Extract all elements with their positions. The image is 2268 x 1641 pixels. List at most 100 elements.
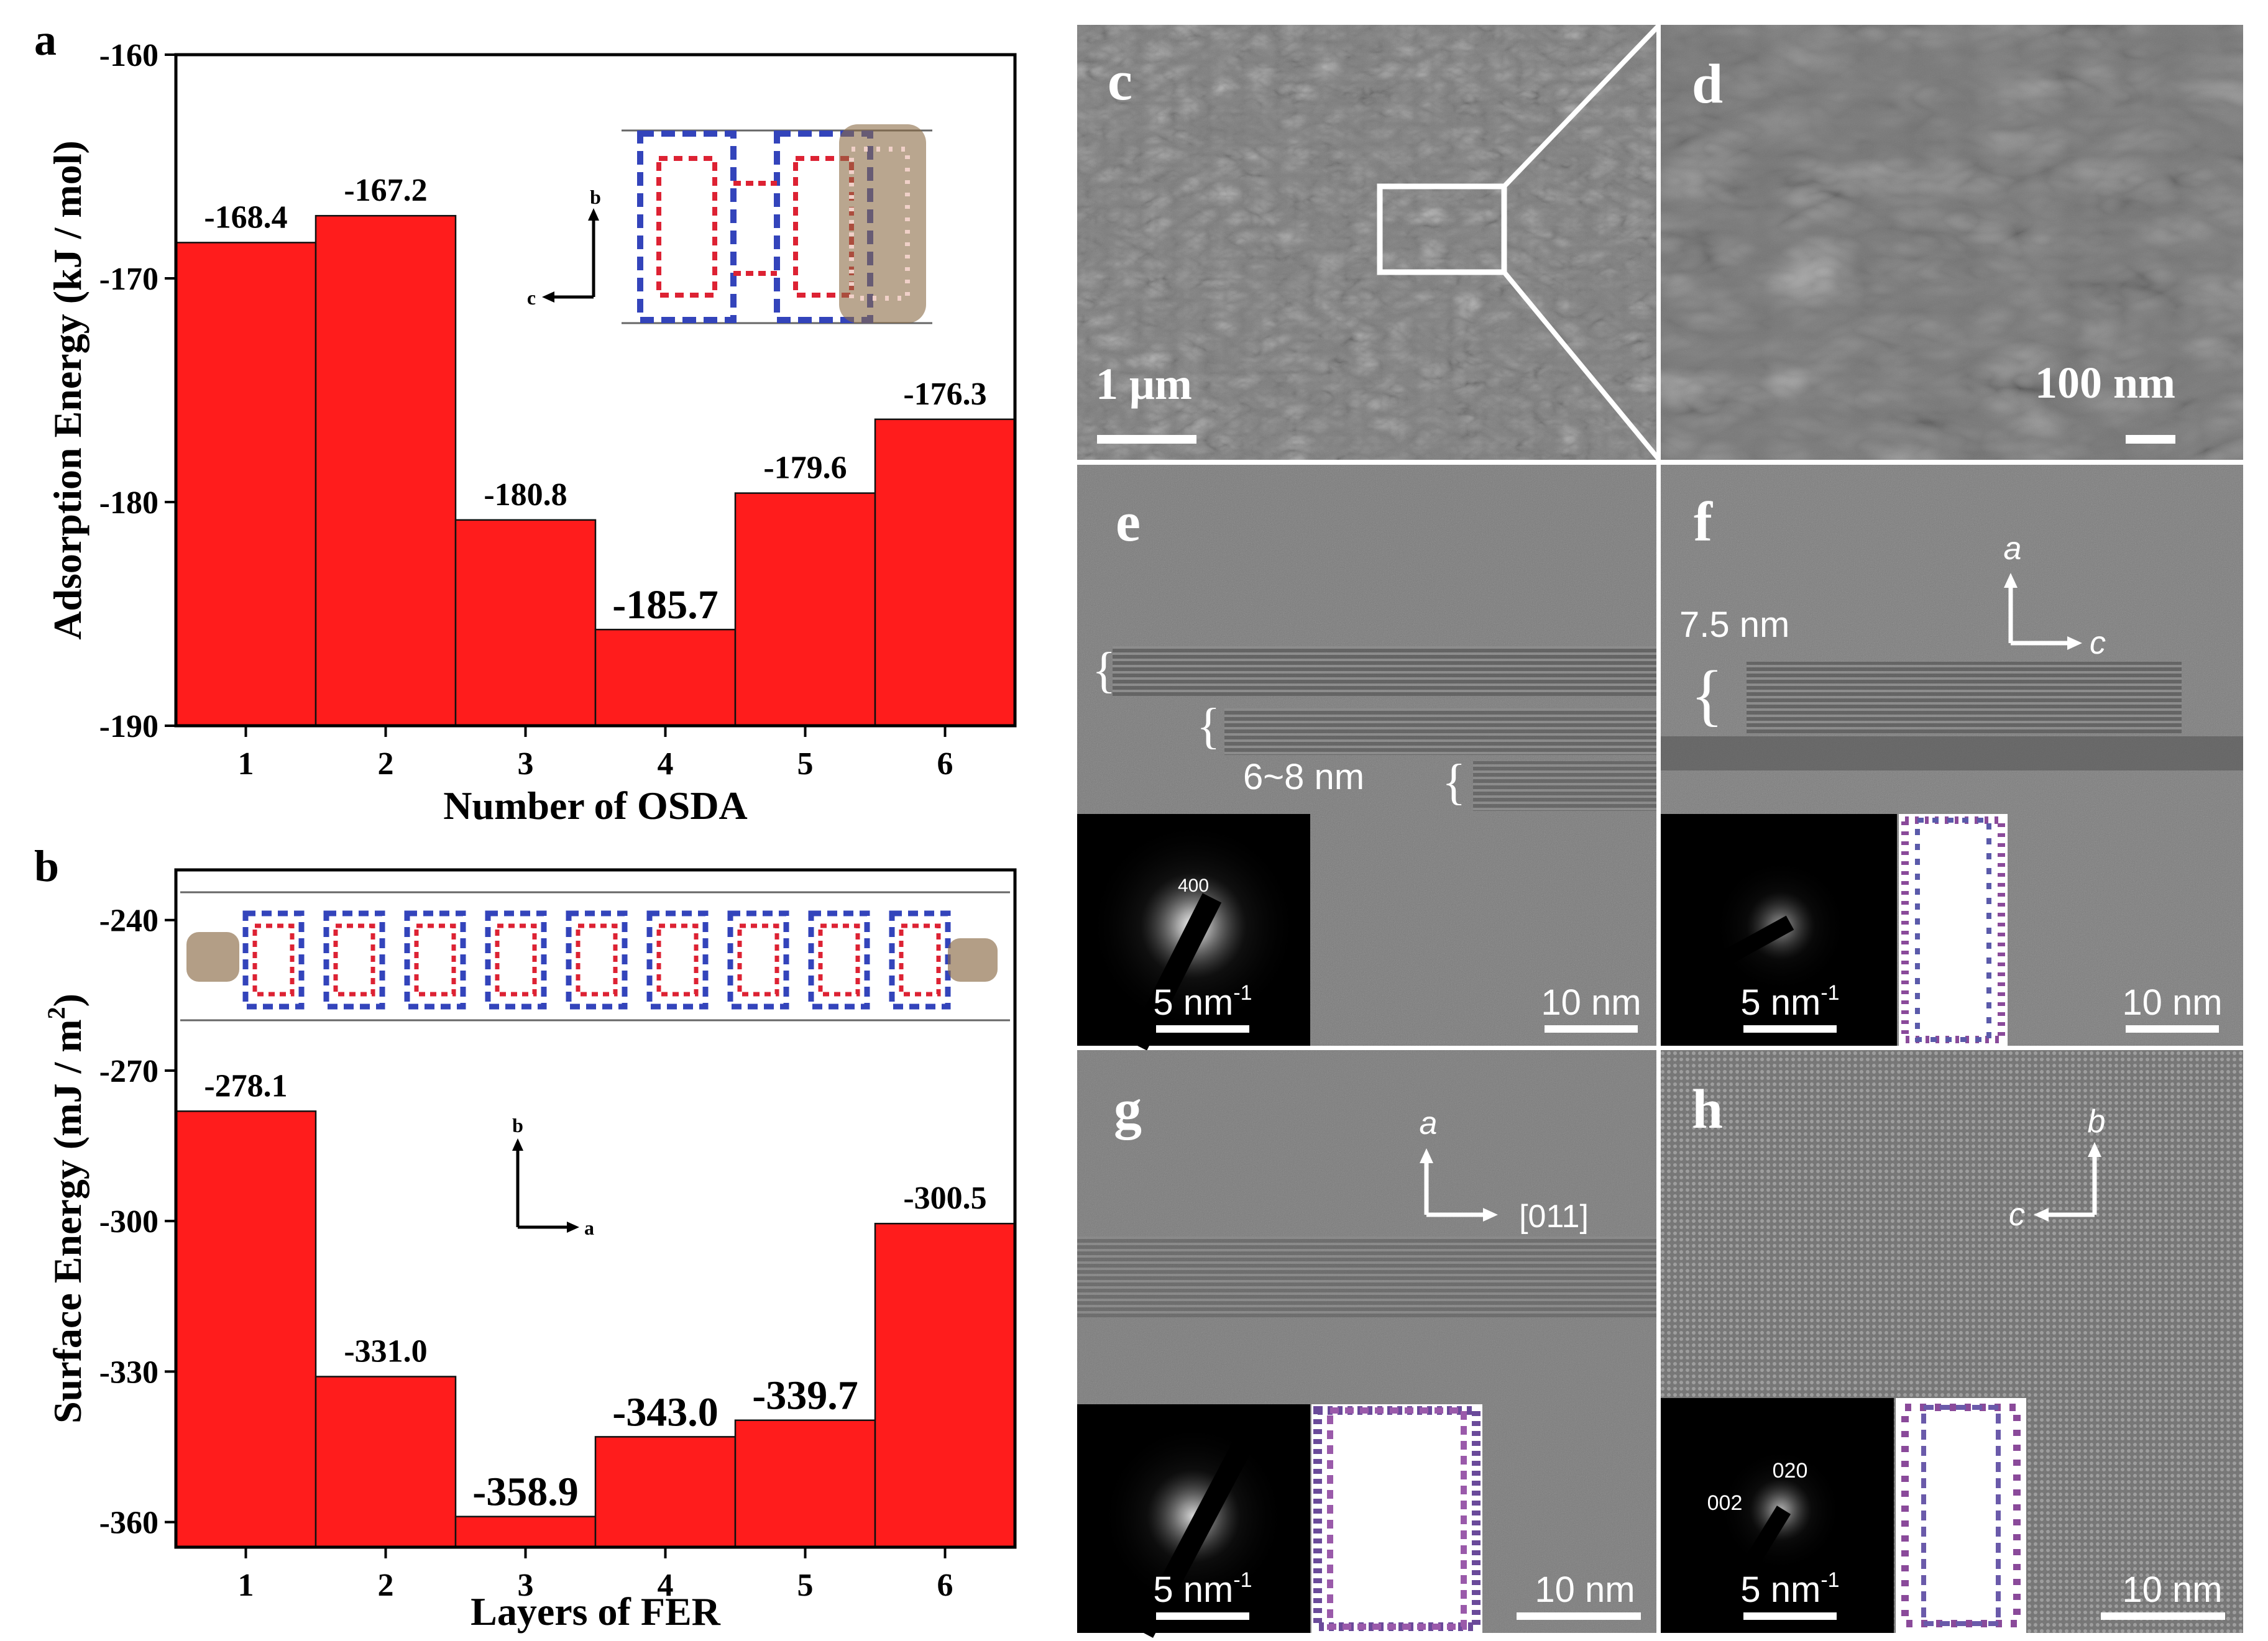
panel-b-inset-cage-inner (414, 923, 456, 997)
panel-b-plot-frame (174, 868, 1017, 1549)
panel-g-structure-inset (1311, 1404, 1482, 1633)
panel-a-x-tick-label: 3 (518, 746, 534, 782)
panel-a-inset-axis-c: c (527, 286, 536, 309)
panel-b-x-tick-label: 5 (797, 1568, 814, 1603)
panel-b-inset-cage (404, 910, 466, 1010)
panel-f-thickness-label: 7.5 nm (1679, 605, 1789, 645)
panel-a-x-tick-label: 4 (658, 746, 674, 782)
panel-a-y-axis-label: Adsorption Energy (kJ / mol) (45, 140, 90, 640)
panel-h-structure-inset (1896, 1398, 2026, 1633)
panel-b-inset-cage-inner (576, 923, 618, 997)
panel-h-saed-scale-bar (1743, 1612, 1837, 1620)
panel-b-inset-cage-inner (899, 923, 941, 997)
panel-a-y-tick-label: -160 (99, 38, 158, 73)
panel-f-axis-a: a (2004, 531, 2022, 567)
panel-b-inset-cage-inner (737, 923, 779, 997)
panel-b-inset-cage-inner (818, 923, 860, 997)
panel-f-tem: { 7.5 nm f a c 5 nm-1 10 nm (1661, 465, 2243, 1046)
panel-a-value-label: -179.6 (763, 450, 847, 486)
panel-b-value-label: -300.5 (903, 1181, 986, 1216)
panel-b-x-tick-label: 3 (518, 1568, 534, 1603)
panel-b-inset-structure (179, 872, 1012, 1035)
panel-b-inset-axis-a: a (584, 1217, 594, 1239)
panel-d-scale-bar (2126, 435, 2175, 444)
panel-b-inset-cage (242, 910, 305, 1010)
panel-c-scale-bar (1097, 435, 1196, 444)
panel-f-scale-bar (2126, 1025, 2219, 1033)
panel-f-saed-scale-bar (1743, 1025, 1837, 1033)
panel-b-bar-1 (175, 1110, 317, 1548)
panel-a-inset-axes: b c (527, 186, 601, 309)
panel-g-saed-scale-label: 5 nm-1 (1153, 1568, 1252, 1610)
panel-h-hrtem: h b c 020 002 5 nm-1 10 nm (1661, 1050, 2243, 1633)
panel-b-x-tick-label: 2 (378, 1568, 394, 1603)
panel-e-saed-scale-bar (1156, 1025, 1249, 1033)
panel-a-bar-6 (874, 418, 1016, 727)
panel-a-value-label: -167.2 (344, 173, 427, 208)
panel-a-x-tick-label: 1 (238, 746, 254, 782)
panel-b-inset-axes: b a (512, 1114, 594, 1239)
panel-b-inset-cage (727, 910, 789, 1010)
panel-b-value-label: -358.9 (472, 1470, 578, 1515)
panel-g-label: g (1114, 1079, 1142, 1140)
panel-b-inset-axis-b: b (512, 1114, 523, 1136)
panel-e-brace-1: { (1092, 643, 1116, 698)
panel-b-value-label: -343.0 (612, 1389, 718, 1435)
panel-g-axes: a [011] (1420, 1105, 1589, 1235)
panel-c-scale-label: 1 μm (1096, 359, 1192, 409)
panel-b-value-label: -278.1 (204, 1068, 287, 1104)
panel-b-y-axis-label: Surface Energy (mJ / m2) (42, 994, 90, 1424)
panel-c-sem: c 1 μm (1077, 24, 1661, 460)
panel-a-bar-5 (734, 492, 876, 727)
panel-b-inset-cage (323, 910, 385, 1010)
panel-b-bar-3 (454, 1515, 597, 1548)
panel-g-axis-011: [011] (1519, 1199, 1589, 1235)
panel-f-saed-scale-label: 5 nm-1 (1740, 981, 1839, 1023)
panel-a-x-tick-label: 6 (937, 746, 953, 782)
panel-b-inset-cage-inner (656, 923, 699, 997)
panel-g-axis-a: a (1420, 1105, 1438, 1141)
panel-b-y-tick-label: -300 (99, 1204, 158, 1240)
panel-a-label: a (34, 15, 57, 65)
panel-b-value-label: -331.0 (344, 1333, 427, 1369)
panel-a-bar-3 (454, 519, 597, 727)
panel-g-scale-label: 10 nm (1535, 1570, 1635, 1610)
panel-f-axis-c: c (2090, 625, 2106, 661)
panel-b-inset-cage (485, 910, 547, 1010)
panel-d-label: d (1692, 53, 1723, 115)
panel-a-x-tick-label: 5 (797, 746, 814, 782)
panel-b-inset-cage (566, 910, 628, 1010)
panel-h-saed-scale-label: 5 nm-1 (1740, 1568, 1839, 1610)
panel-h-axis-b: b (2088, 1104, 2106, 1140)
panel-e-saed-spot-label: 400 (1178, 875, 1209, 896)
panel-b-x-tick-label: 6 (937, 1568, 953, 1603)
panel-d-sem: d 100 nm (1661, 25, 2243, 460)
panel-e-saed-scale-label: 5 nm-1 (1153, 981, 1252, 1023)
panel-g-hrtem: g a [011] 5 nm-1 10 nm (1077, 1050, 1656, 1638)
panel-g-saed-scale-bar (1156, 1612, 1249, 1620)
panel-b-y-tick-label: -330 (99, 1355, 158, 1390)
panel-b-y-tick-label: -270 (99, 1054, 158, 1089)
panel-h-scale-label: 10 nm (2122, 1570, 2222, 1610)
panel-c-zoom-box (1377, 183, 1507, 275)
panel-f-scale-label: 10 nm (2122, 982, 2222, 1023)
panel-b-bar-6 (874, 1222, 1016, 1548)
panel-e-tem: { { { 6~8 nm e 400 5 nm-1 10 nm (1077, 465, 1656, 1051)
panel-a-value-label: -176.3 (903, 377, 986, 412)
panel-a-y-tick-label: -180 (99, 485, 158, 521)
panel-a-x-tick-label: 2 (378, 746, 394, 782)
panel-b-inset-cage-inner (252, 923, 295, 997)
panel-a-value-label: -180.8 (484, 477, 567, 513)
panel-f-brace: { (1691, 657, 1724, 733)
panel-a-y-tick-label: -170 (99, 262, 158, 297)
panel-b-y-tick-label: -360 (99, 1506, 158, 1541)
panel-e-scale-bar (1545, 1025, 1638, 1033)
panel-h-label: h (1692, 1079, 1723, 1140)
panel-a-y-tick-label: -190 (99, 709, 158, 744)
panel-d-scale-label: 100 nm (2035, 358, 2175, 408)
panel-a-bar-2 (314, 214, 457, 727)
panel-b-x-tick-label: 4 (658, 1568, 674, 1603)
